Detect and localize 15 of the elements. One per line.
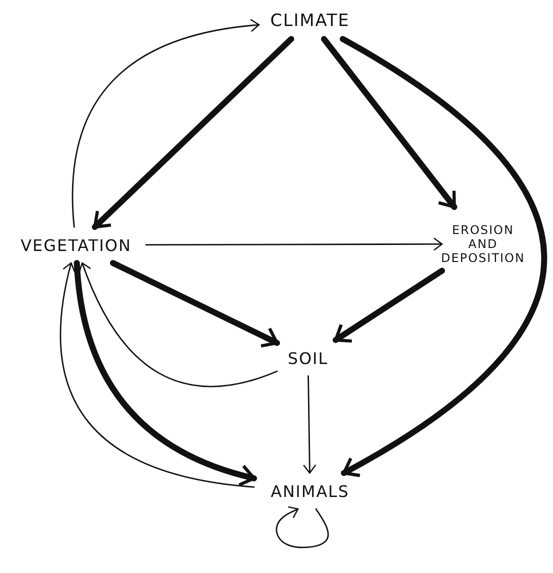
node-label: EROSION AND DEPOSITION [441,223,525,265]
arrow [340,36,548,476]
node-label: SOIL [288,348,328,368]
arrow [332,268,445,343]
arrow [320,36,458,210]
arrow [302,375,316,474]
arrow [276,506,329,548]
arrow [72,19,260,228]
node-label: VEGETATION [20,236,132,254]
arrow [110,260,280,348]
arrow [78,262,278,388]
node-label: ANIMALS [270,482,350,500]
arrow [145,237,443,251]
node-label: CLIMATE [270,11,350,31]
arrow [92,36,294,230]
